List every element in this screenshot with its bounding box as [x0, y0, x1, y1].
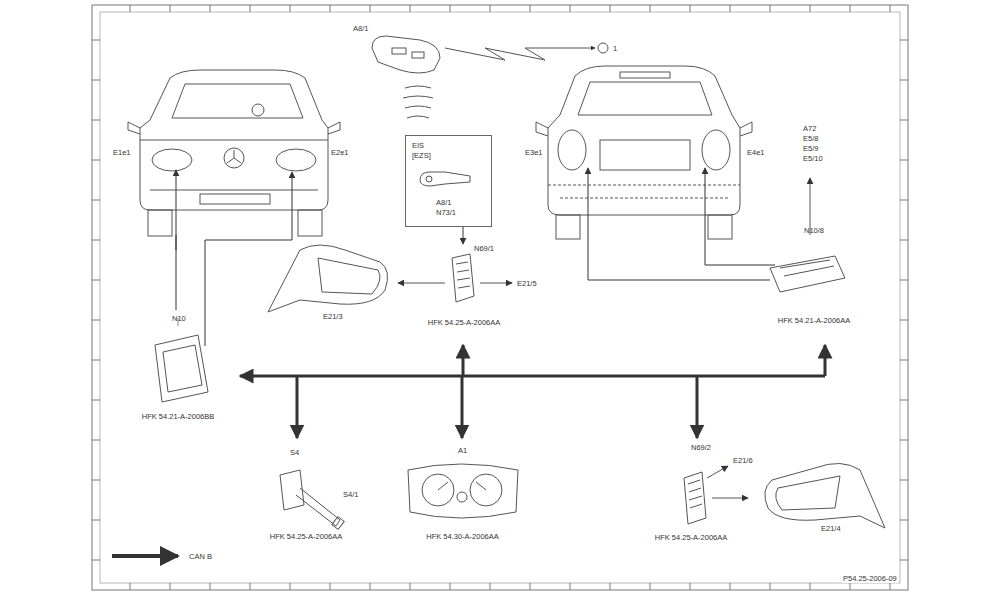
bus-name: CAN B	[188, 552, 213, 561]
reference-code: N73/1	[436, 208, 456, 217]
reference-code: [EZS]	[412, 151, 431, 160]
rear-car	[536, 66, 752, 239]
callout-label: A8/1	[352, 24, 369, 33]
reference-code: HFK 54.25-A-2006AA	[408, 318, 520, 327]
component-group: N10HFK 54.21-A-2006BB	[122, 314, 234, 424]
callout-label: E5/10	[802, 154, 824, 163]
callout-label: S4/1	[342, 490, 359, 499]
reference-code: HFK 54.25-A-2006AA	[635, 533, 747, 542]
callout-label: E4e1	[746, 148, 766, 157]
callout-label: P54.25-2006-09	[842, 574, 898, 583]
reference-code: HFK 54.30-A-2006AA	[405, 532, 520, 541]
callout-label: E21/3	[322, 312, 344, 321]
callout-label: E5/9	[802, 144, 819, 153]
front-car	[128, 70, 340, 236]
component-code: EIS	[412, 141, 424, 150]
callout-label: E21/6	[732, 456, 754, 465]
control-unit-box: EIS[EZS] A8/1N73/1	[405, 135, 492, 227]
callout-label: E3e1	[524, 148, 544, 157]
callout-label: A72	[802, 124, 817, 133]
component-group: N69/2HFK 54.25-A-2006AA	[635, 443, 747, 543]
reference-code: HFK 54.21-A-2006AA	[758, 316, 870, 325]
component-group: A1HFK 54.30-A-2006AA	[405, 446, 520, 542]
callout-label: 1	[612, 44, 618, 53]
component-group: N69/1HFK 54.25-A-2006AA	[408, 244, 520, 328]
component-group: N10/8HFK 54.21-A-2006AA	[758, 226, 870, 326]
component-group: A8/1N73/1	[414, 164, 484, 222]
component-code: A8/1	[436, 198, 451, 207]
callout-label: E2e1	[330, 148, 350, 157]
callout-label: E1e1	[112, 148, 132, 157]
component-code: N69/1	[474, 244, 494, 253]
remote-key	[372, 36, 608, 118]
callout-label: E21/5	[516, 279, 538, 288]
callout-label: E5/8	[802, 134, 819, 143]
signal-arrow	[463, 227, 464, 244]
component-code: S4	[290, 448, 299, 457]
callout-label: E21/4	[820, 524, 842, 533]
component-code: N69/2	[691, 443, 711, 452]
component-code: A1	[405, 446, 520, 455]
component-code: N10	[172, 314, 186, 323]
component-code: N10/8	[804, 226, 824, 235]
reference-code: HFK 54.21-A-2006BB	[122, 412, 234, 421]
reference-code: HFK 54.25-A-2006AA	[250, 532, 362, 541]
